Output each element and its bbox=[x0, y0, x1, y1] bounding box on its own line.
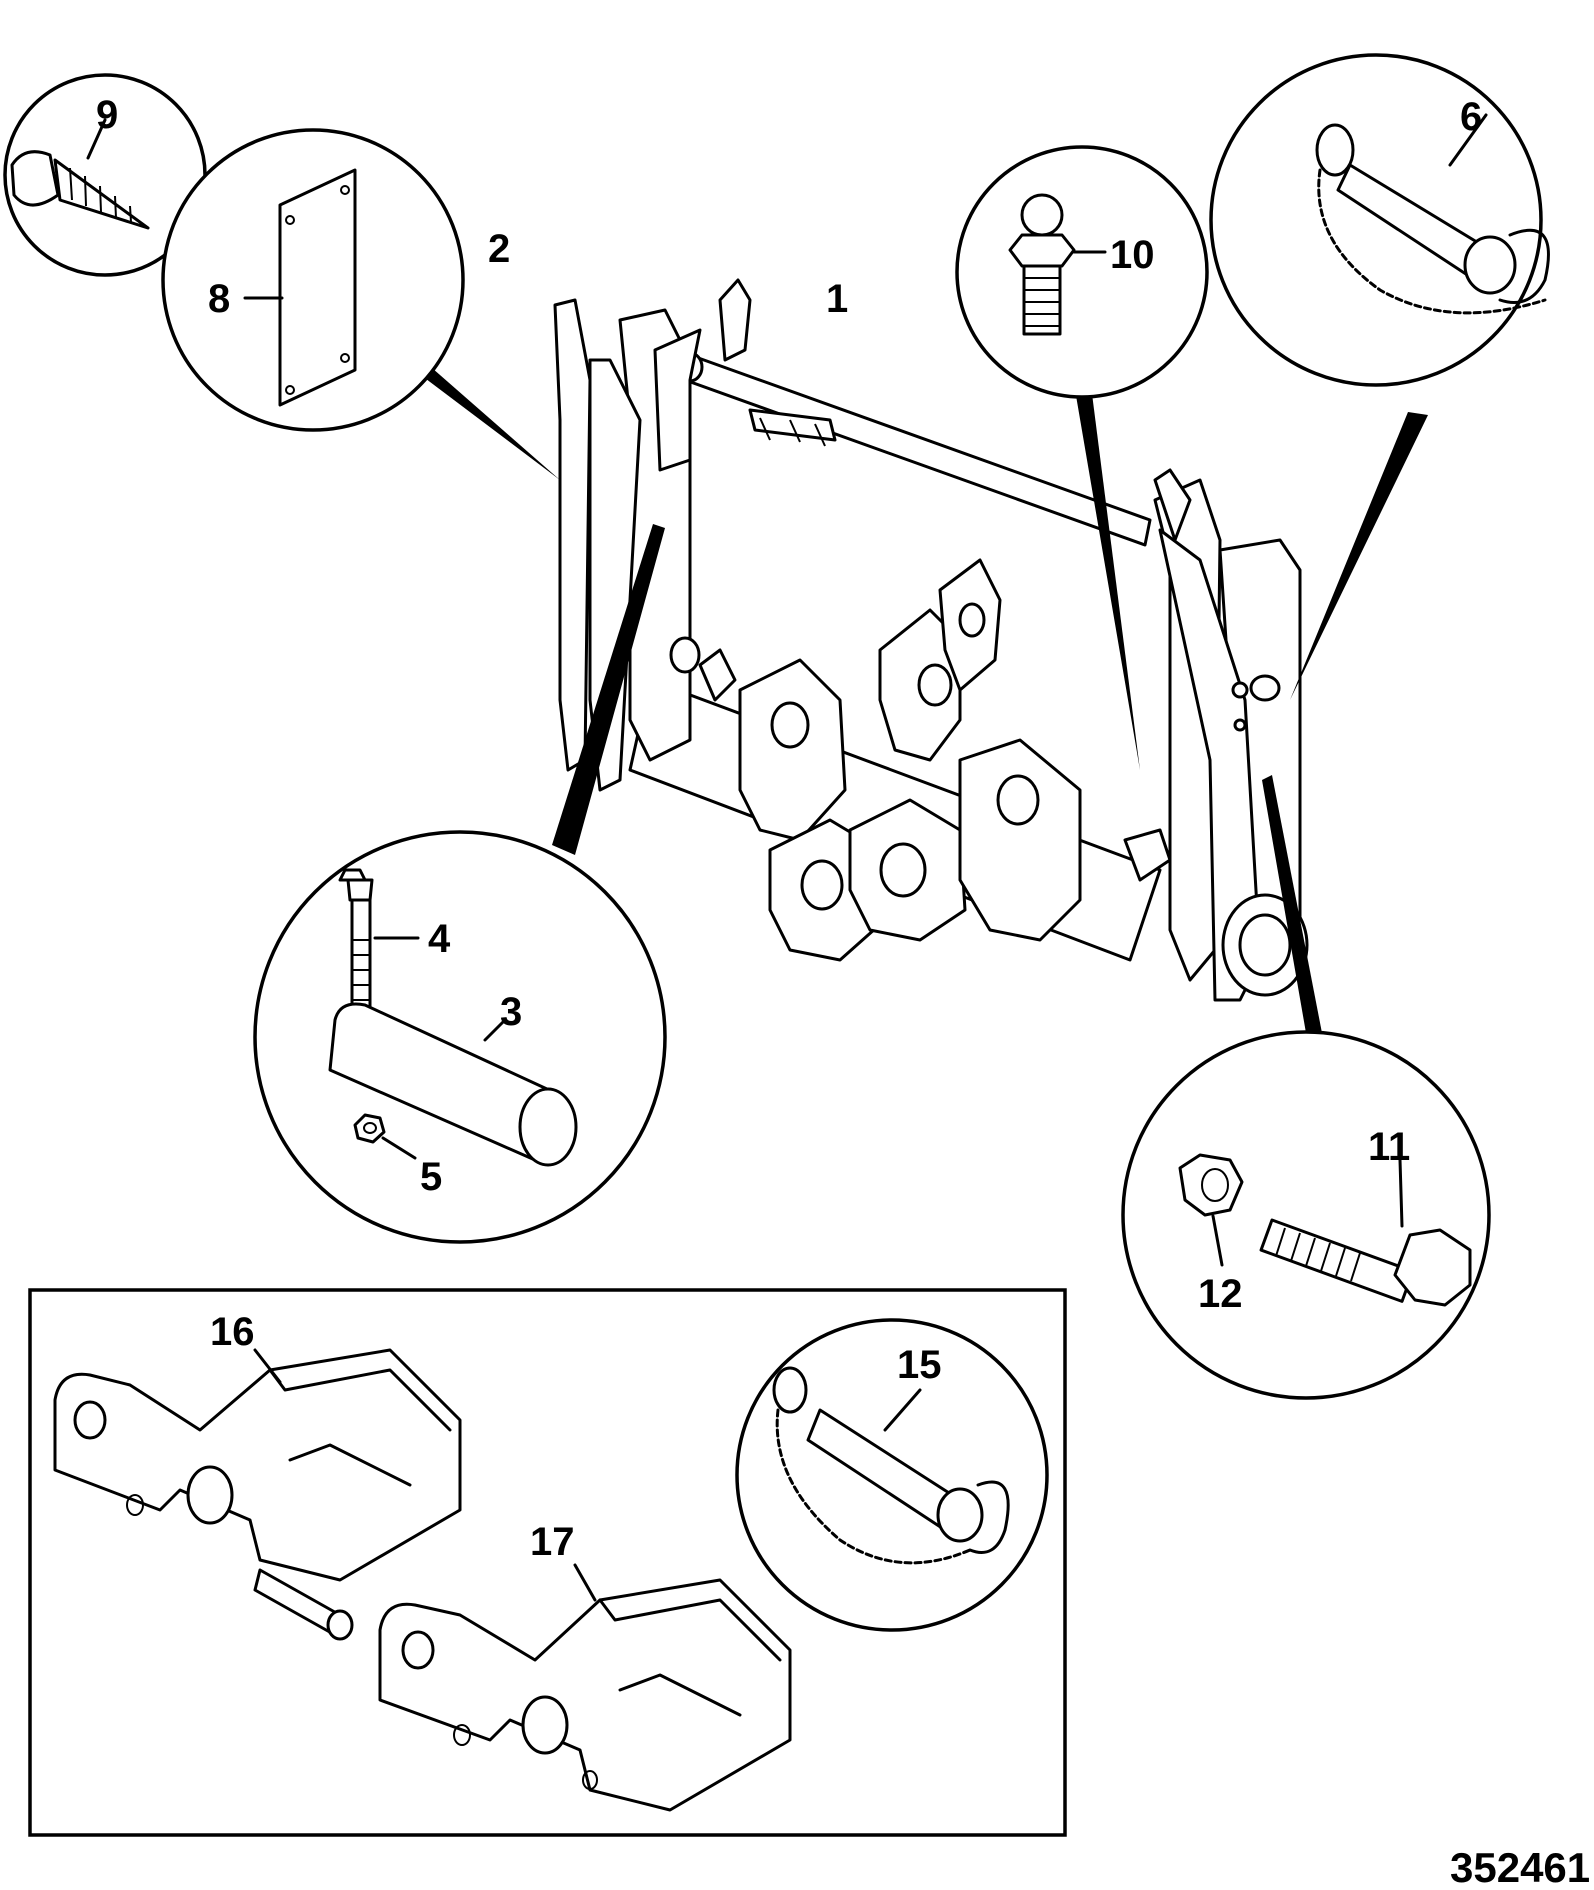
callout-2: 2 bbox=[488, 227, 510, 271]
callout-8: 8 bbox=[208, 277, 230, 321]
callout-17: 17 bbox=[530, 1520, 575, 1564]
callout-9: 9 bbox=[96, 93, 118, 137]
detail-circle-pivot-pin bbox=[253, 830, 667, 1244]
detail-circle-bolt-nut bbox=[1121, 1030, 1491, 1400]
callout-1: 1 bbox=[826, 277, 848, 321]
callout-11: 11 bbox=[1368, 1125, 1410, 1169]
callout-5: 5 bbox=[420, 1155, 442, 1199]
kit-box bbox=[28, 1288, 1067, 1837]
callout-16: 16 bbox=[210, 1310, 255, 1354]
figure-id: 352461 bbox=[1450, 1844, 1590, 1890]
detail-circle-screw bbox=[3, 73, 207, 277]
carriage-frame bbox=[553, 278, 1309, 1002]
callout-12: 12 bbox=[1198, 1272, 1243, 1316]
detail-circle-lynch-pin bbox=[1209, 53, 1550, 387]
detail-circle-ball-stud bbox=[955, 145, 1209, 399]
callout-15: 15 bbox=[897, 1343, 942, 1387]
callout-3: 3 bbox=[500, 990, 522, 1034]
callout-4: 4 bbox=[428, 917, 451, 961]
detail-circle-plate bbox=[161, 128, 465, 432]
callout-6: 6 bbox=[1460, 95, 1482, 139]
callout-labels: 1 2 3 4 5 6 8 9 10 11 12 15 16 17 bbox=[96, 93, 1482, 1564]
leader-wedges bbox=[385, 340, 1428, 1033]
callout-10: 10 bbox=[1110, 233, 1155, 277]
